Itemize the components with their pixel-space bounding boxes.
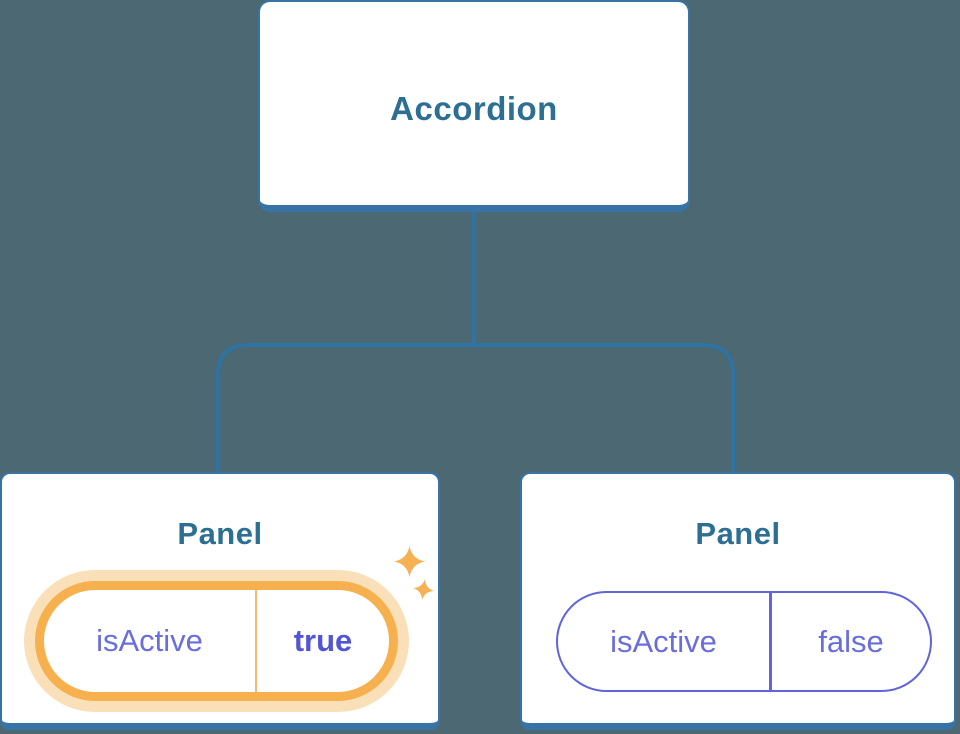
- panel-node-label: Panel: [177, 516, 263, 551]
- accordion-node-label: Accordion: [390, 89, 558, 127]
- prop-value: true: [293, 623, 353, 658]
- panel-node-active: Panel isActive true: [0, 472, 440, 730]
- prop-pill-active: isActive true: [35, 581, 398, 701]
- sparkle-icon: [394, 546, 425, 577]
- sparkle-icon: [413, 579, 434, 600]
- prop-value: false: [818, 623, 884, 659]
- panel-node-inactive: Panel isActive false: [520, 472, 956, 730]
- panel-node-label: Panel: [695, 516, 781, 551]
- prop-pill-inactive: isActive false: [556, 591, 932, 692]
- connector-branch: [216, 343, 735, 474]
- accordion-node: Accordion: [258, 0, 690, 212]
- prop-name: isActive: [44, 590, 257, 692]
- prop-name: isActive: [558, 593, 772, 690]
